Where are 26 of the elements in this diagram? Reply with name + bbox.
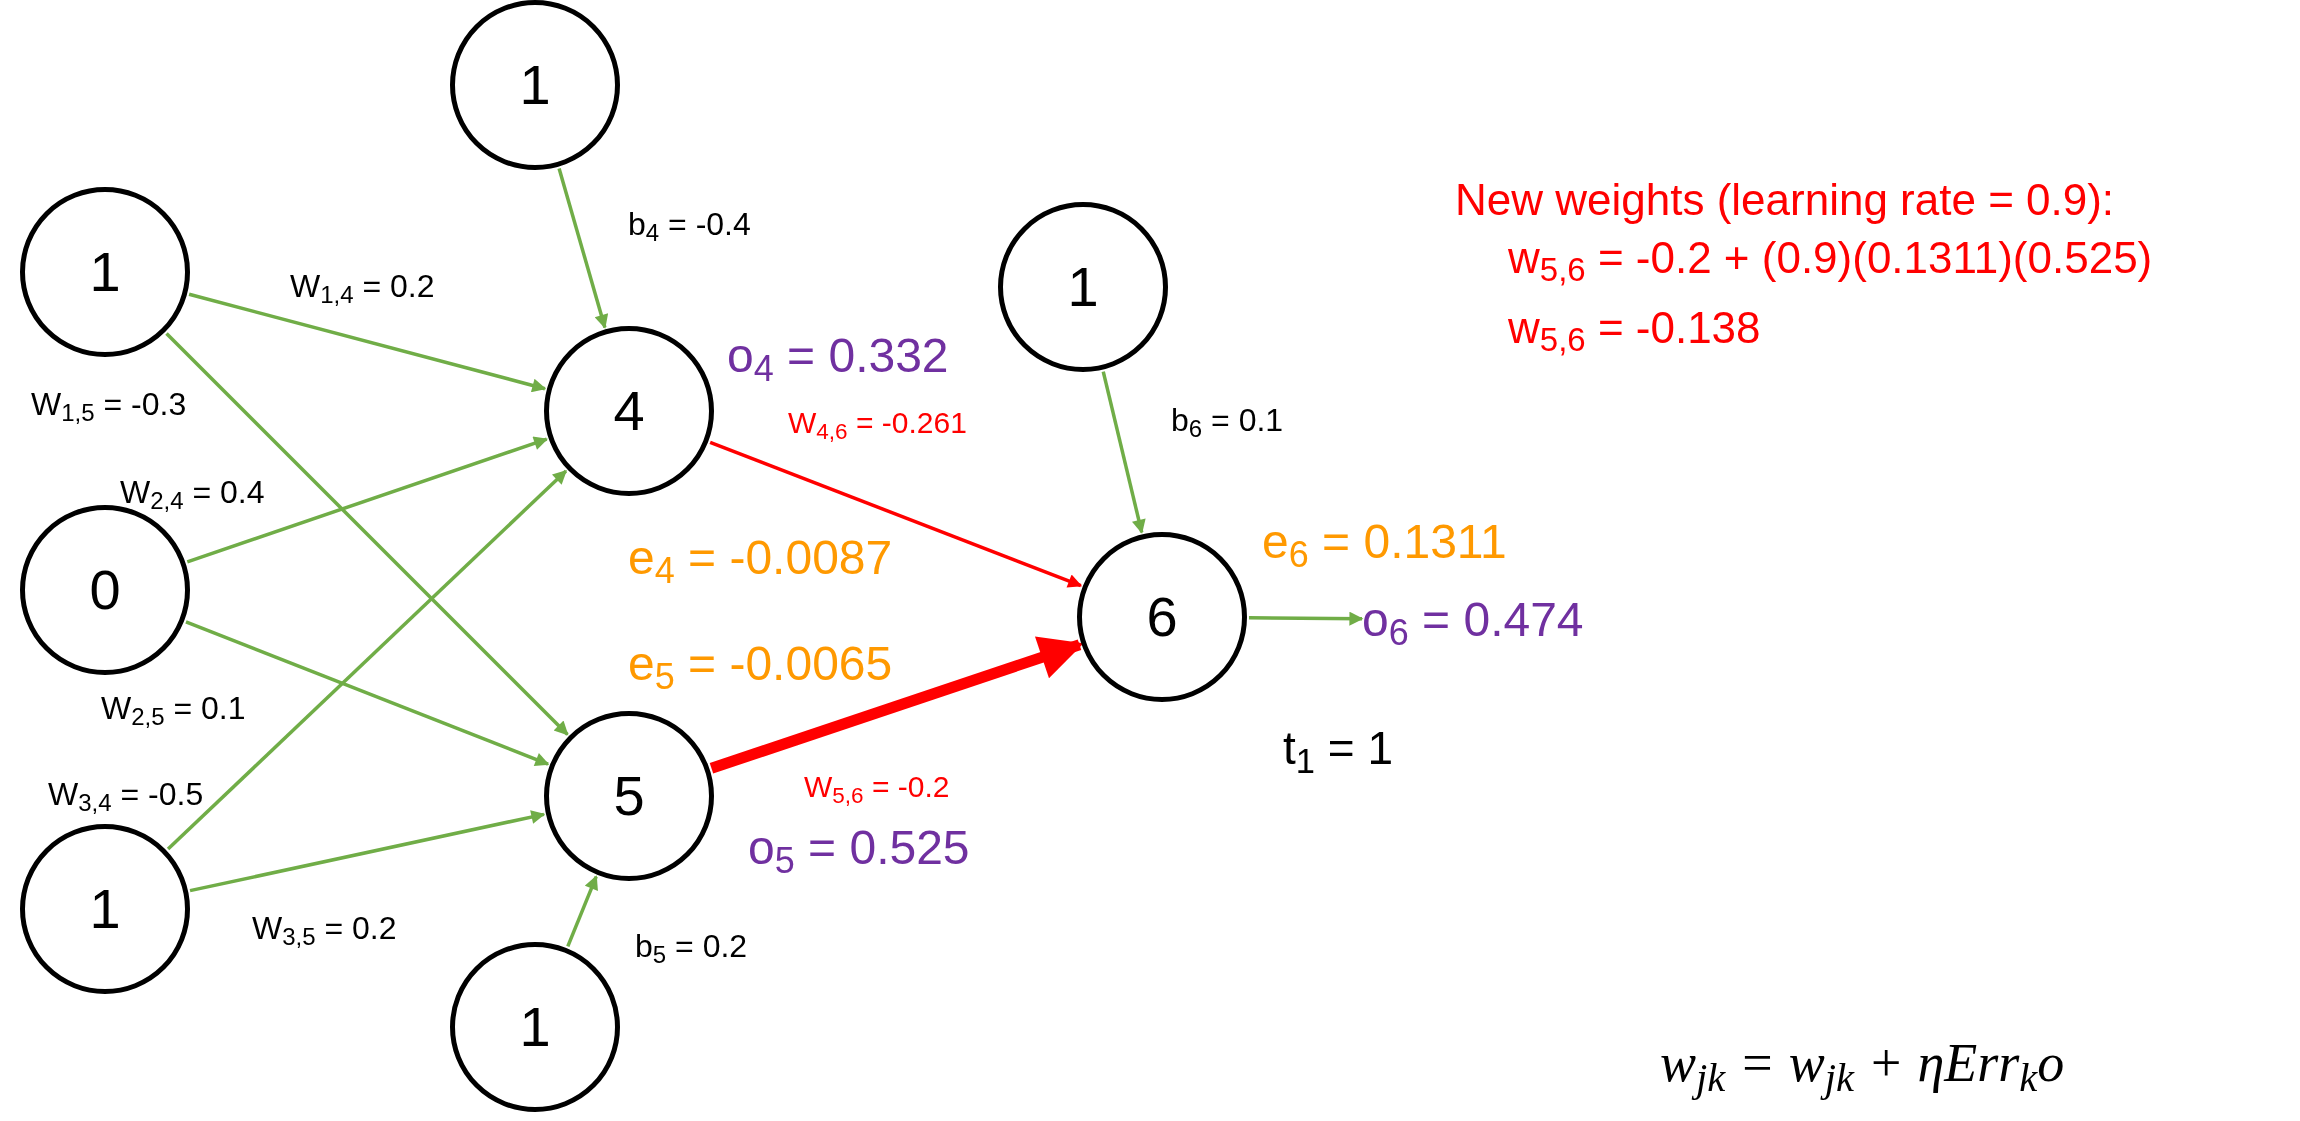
edge-label: b$_{5}$ = 0.2: [635, 927, 748, 970]
annotation-text: o$_{5}$ = 0.525: [748, 820, 970, 878]
edge-label: W$_{3,4}$ = -0.5: [48, 775, 204, 818]
edge-label: W$_{5,6}$ = -0.2: [804, 769, 950, 809]
annotation-text: e$_{5}$ = -0.0065: [628, 636, 893, 694]
annotation-text: t$_{1}$ = 1: [1283, 721, 1393, 778]
formula-text: w$_{jk}$ = w$_{jk}$ + ηErr$_{k}$o: [1660, 1032, 2065, 1098]
arrow: [166, 469, 568, 851]
edge-label: W$_{1,5}$ = -0.3: [31, 385, 187, 428]
annotation-text: o$_{4}$ = 0.332: [727, 328, 949, 386]
edge-label: W$_{1,4}$ = 0.2: [290, 267, 435, 310]
annotation-text: w$_{5,6}$ = -0.2 + (0.9)(0.1311)(0.525): [1508, 232, 2153, 285]
arrow: [1249, 611, 1364, 626]
edge-label: b$_{4}$ = -0.4: [628, 205, 751, 248]
edge-label: b$_{6}$ = 0.1: [1171, 401, 1284, 444]
annotation-text: w$_{5,6}$ = -0.138: [1508, 302, 1761, 355]
edge-label: W$_{4,6}$ = -0.261: [788, 405, 967, 445]
arrow: [1101, 371, 1146, 534]
arrow: [189, 810, 546, 893]
arrow: [165, 332, 569, 736]
edge-label: W$_{3,5}$ = 0.2: [252, 909, 397, 952]
annotation-text: e$_{6}$ = 0.1311: [1262, 514, 1507, 572]
output-value-text: o$_{6}$ = 0.474: [1362, 588, 1642, 652]
edge-label: W$_{2,5}$ = 0.1: [101, 689, 246, 732]
annotation-text: e$_{4}$ = -0.0087: [628, 530, 893, 588]
annotation-text: New weights (learning rate = 0.9):: [1455, 174, 2115, 226]
